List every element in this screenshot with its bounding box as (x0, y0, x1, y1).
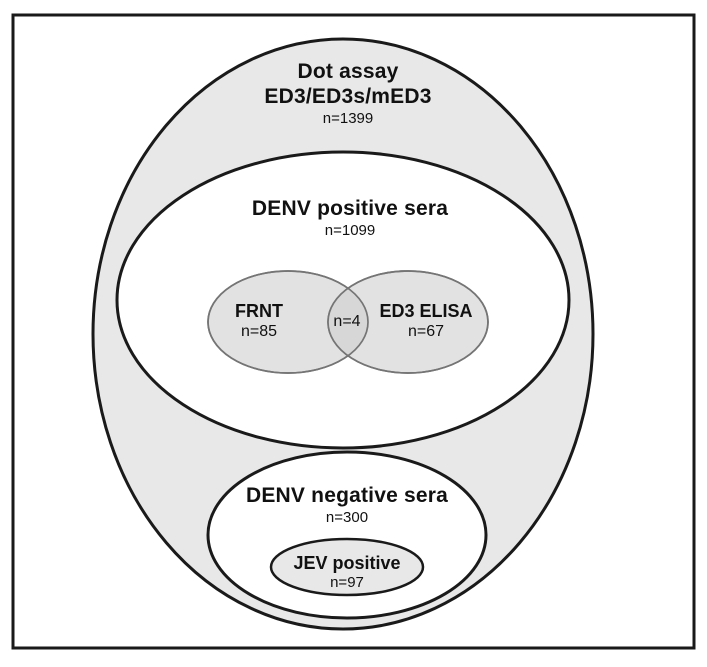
ed3-elisa-ellipse-outline (327, 270, 489, 374)
jev-positive-count: n=97 (330, 574, 364, 591)
jev-positive-title: JEV positive (293, 553, 401, 573)
frnt-label: FRNT n=85 (184, 300, 334, 342)
denv-negative-count: n=300 (325, 509, 369, 526)
ed3-elisa-label: ED3 ELISA n=67 (351, 300, 501, 342)
ed3-elisa-title: ED3 ELISA (379, 301, 473, 321)
frnt-ellipse-outline (207, 270, 369, 374)
denv-negative-label: DENV negative sera n=300 (197, 483, 497, 527)
denv-positive-label: DENV positive sera n=1099 (200, 196, 500, 240)
jev-positive-label: JEV positive n=97 (247, 552, 447, 592)
denv-positive-count: n=1099 (324, 222, 376, 239)
dot-assay-label: Dot assay ED3/ED3s/mED3 n=1399 (198, 59, 498, 128)
dot-assay-title-line1: Dot assay (297, 60, 399, 83)
dot-assay-title-line2: ED3/ED3s/mED3 (264, 85, 432, 108)
dot-assay-count: n=1399 (322, 110, 374, 127)
ed3-elisa-count: n=67 (407, 323, 445, 340)
overlap-count-label: n=4 (307, 312, 387, 332)
frnt-title: FRNT (235, 301, 283, 321)
denv-negative-title: DENV negative sera (245, 484, 449, 507)
denv-positive-title: DENV positive sera (251, 197, 449, 220)
frame-border (11, 13, 696, 650)
frnt-count: n=85 (240, 323, 278, 340)
jev-positive-ellipse (269, 537, 425, 597)
overlap-count: n=4 (333, 313, 361, 330)
